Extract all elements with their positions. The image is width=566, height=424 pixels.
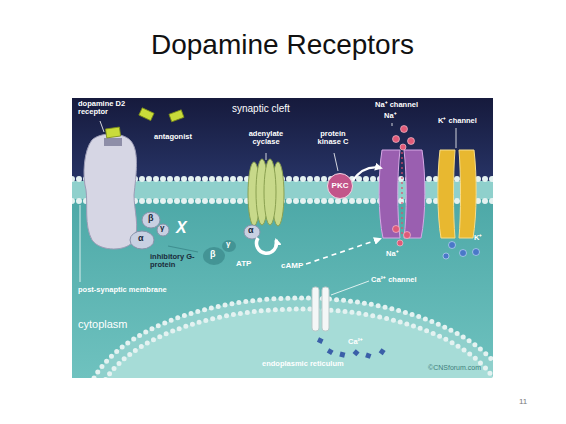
k-channel (459, 150, 476, 238)
part-label: adenylate cyclase (242, 130, 290, 147)
ion-label: K⁺ (474, 234, 482, 242)
er-lumen (96, 309, 493, 378)
ion-label: Ca²⁺ (348, 338, 363, 346)
part-label: dopamine D2 receptor (78, 100, 132, 117)
k-ions (443, 242, 480, 260)
slide-number: 11 (519, 398, 527, 407)
adenylate-cyclase (248, 159, 284, 226)
leader-lines (80, 121, 456, 295)
ion-label: Na⁺ (386, 250, 399, 258)
er-membrane-core (85, 298, 493, 378)
enzyme-circle: PKC (327, 173, 353, 199)
region-label: synaptic cleft (232, 103, 290, 114)
binding-pocket (104, 138, 122, 146)
part-label: inhibitory G-protein (150, 253, 200, 270)
er-membrane-heads (96, 309, 493, 378)
pkc-arrow (353, 167, 381, 180)
region-label: cytoplasm (78, 318, 128, 330)
ca-channel (322, 287, 329, 331)
slide-title: Dopamine Receptors (151, 30, 414, 61)
part-label: K⁺ channel (438, 117, 477, 125)
part-label: post-synaptic membrane (78, 286, 167, 294)
subunit-label: α (248, 226, 254, 236)
subunit-label: γ (226, 240, 230, 249)
g-alpha-bound (244, 225, 260, 239)
g-gamma (157, 224, 169, 236)
subunit-label: γ (160, 224, 164, 233)
molecule-label: ATP (236, 260, 251, 269)
g-beta (142, 212, 160, 228)
watermark: ©CNSforum.com (428, 364, 481, 372)
na-ions (393, 126, 415, 247)
g-alpha (130, 231, 154, 249)
part-label: endoplasmic reticulum (262, 360, 344, 368)
k-channel (438, 150, 455, 238)
molecule-label: cAMP (281, 262, 303, 271)
d2-receptor (84, 134, 137, 249)
block-mark: X (176, 219, 187, 237)
na-pore (401, 152, 402, 236)
part-label: protein kinase C (312, 130, 354, 147)
conversion-arrow (257, 238, 277, 253)
camp-arrow (306, 239, 380, 264)
g-beta-free (203, 247, 225, 265)
part-label: Na⁺ channel (375, 101, 418, 109)
subunit-label: β (210, 250, 216, 260)
er-membrane-heads (85, 298, 493, 378)
enzyme-label: PKC (332, 182, 349, 190)
g-gamma-free (222, 240, 236, 252)
na-channel (404, 150, 425, 238)
ion-label: Na⁺ (384, 112, 397, 120)
subunit-label: β (148, 214, 154, 224)
part-label: antagonist (154, 133, 192, 141)
ca-ions (317, 337, 386, 359)
ca-channel (312, 287, 319, 331)
blocked-path (168, 246, 198, 252)
na-channel (379, 150, 400, 238)
part-label: Ca²⁺ channel (371, 276, 417, 284)
subunit-label: α (138, 234, 144, 244)
